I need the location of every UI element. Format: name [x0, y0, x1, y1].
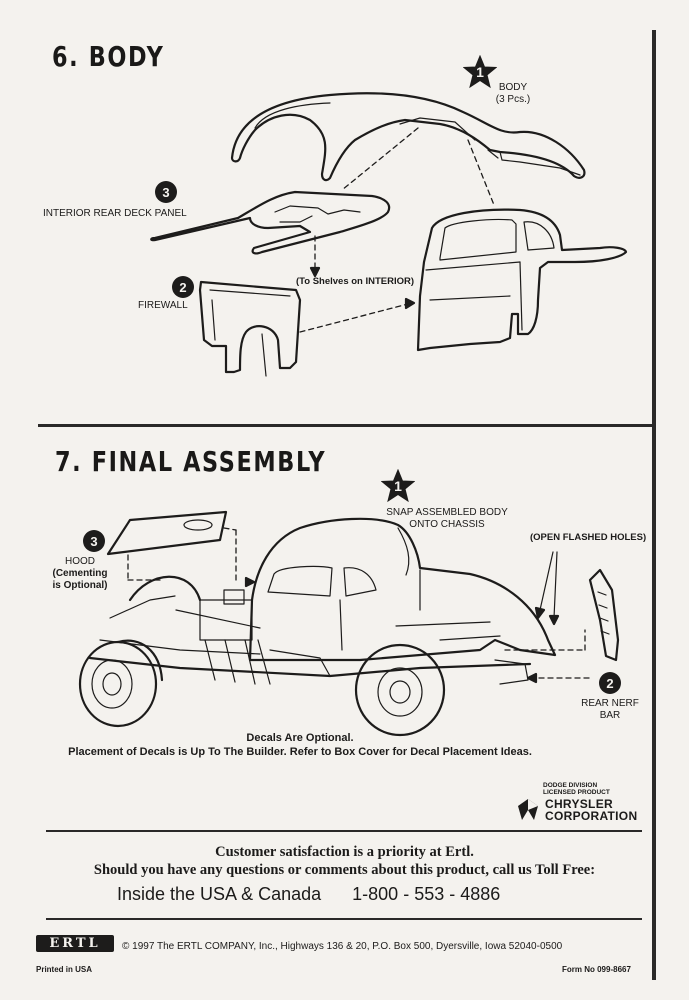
page-edge-rule [652, 30, 656, 980]
body-exploded-illustration [150, 92, 628, 377]
step-7-star-badge: 1 [380, 468, 416, 503]
hood-label-text: HOOD [65, 556, 95, 567]
step-7-title: 7. FINAL ASSEMBLY [55, 445, 327, 478]
ertl-logo: ERTL [36, 935, 114, 952]
deck-panel-label: INTERIOR REAR DECK PANEL [43, 208, 187, 219]
chrysler-wordmark: CHRYSLER CORPORATION [545, 798, 637, 822]
printed-in-usa: Printed in USA [36, 965, 93, 974]
firewall-label: FIREWALL [138, 300, 188, 311]
car-shell-piece [416, 208, 628, 352]
chrysler-brand1: CHRYSLER [545, 797, 613, 811]
deck-panel-number-badge: 3 [155, 181, 177, 203]
ertl-logo-text: ERTL [49, 936, 101, 951]
decals-note: Decals Are Optional. Placement of Decals… [0, 731, 600, 759]
hood-number-badge: 3 [83, 530, 105, 552]
contact-bottom-rule [46, 918, 642, 920]
pentastar-icon [518, 799, 538, 820]
hood-label: HOOD (Cementing is Optional) [50, 556, 110, 592]
step-6-star-badge: 1 [462, 54, 498, 89]
form-number: Form No 099-8667 [562, 965, 631, 974]
contact-line2: Should you have any questions or comment… [93, 862, 596, 878]
license-line1: DODGE DIVISION [543, 782, 598, 789]
license-line2: LICENSED PRODUCT [543, 789, 610, 796]
contact-region: Inside the USA & Canada [117, 884, 322, 904]
deck-panel-piece [150, 190, 391, 255]
snap-label: SNAP ASSEMBLED BODY ONTO CHASSIS [372, 507, 522, 531]
firewall-number-badge: 2 [172, 276, 194, 298]
license-block: DODGE DIVISION LICENSED PRODUCT [543, 782, 610, 796]
nerf-bar-line1: REAR NERF [581, 698, 639, 709]
body-label-text: BODY [498, 82, 528, 93]
step-divider [38, 424, 654, 427]
nerf-bar-label: REAR NERF BAR [580, 698, 640, 722]
hood-note-line2: is Optional) [52, 580, 108, 591]
snap-label-line1: SNAP ASSEMBLED BODY [386, 507, 508, 518]
nerf-bar-number-badge: 2 [599, 672, 621, 694]
hood-piece [106, 510, 228, 556]
hood-note-line1: (Cementing [52, 568, 108, 579]
contact-top-rule [46, 830, 642, 832]
shelves-note: (To Shelves on INTERIOR) [296, 276, 415, 287]
step-6-title: 6. BODY [52, 40, 165, 73]
open-holes-note: (OPEN FLASHED HOLES) [530, 532, 647, 543]
copyright-text: © 1997 The ERTL COMPANY, Inc., Highways … [122, 941, 563, 952]
body-label: BODY (3 Pcs.) [488, 82, 538, 106]
snap-step-number: 1 [394, 478, 402, 494]
contact-phone-row: Inside the USA & Canada 1-800 - 553 - 48… [117, 884, 500, 905]
decals-line2: Placement of Decals is Up To The Builder… [68, 746, 532, 758]
nerf-bar-piece [588, 568, 620, 662]
chrysler-brand2: CORPORATION [545, 809, 638, 823]
body-step-number: 1 [476, 64, 484, 80]
body-pieces-text: (3 Pcs.) [495, 94, 531, 105]
snap-label-line2: ONTO CHASSIS [409, 519, 485, 530]
star-icon [462, 54, 498, 89]
assembled-car-body [248, 517, 557, 662]
star-icon [380, 468, 416, 503]
contact-phone: 1-800 - 553 - 4886 [352, 884, 501, 904]
firewall-piece [198, 280, 302, 374]
nerf-bar-line2: BAR [599, 710, 621, 721]
rear-wheel [354, 643, 446, 737]
final-assembly-illustration [78, 510, 620, 737]
contact-line1: Customer satisfaction is a priority at E… [215, 844, 474, 860]
decals-line1: Decals Are Optional. [246, 732, 354, 744]
